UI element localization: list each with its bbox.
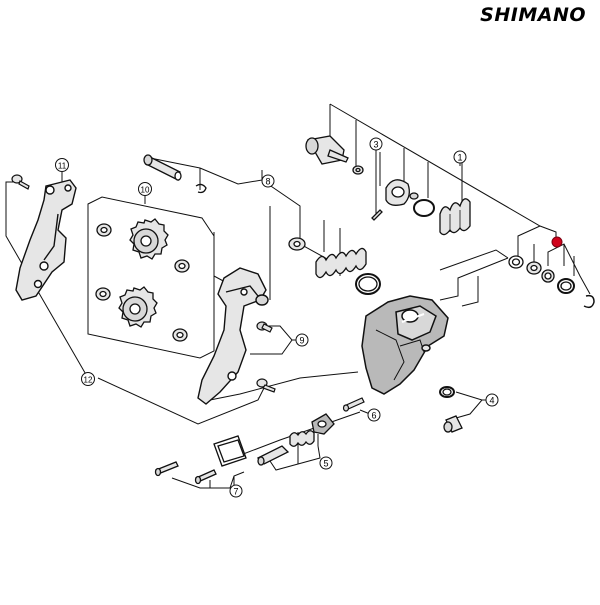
svg-text:6: 6	[371, 411, 376, 421]
cage-spring-part	[288, 237, 381, 295]
stopper-pin-part	[256, 321, 273, 333]
callout-1: 1	[453, 150, 467, 164]
svg-text:1: 1	[457, 153, 462, 163]
b-spring-part	[413, 198, 471, 236]
callout-4: 4	[485, 393, 499, 407]
svg-text:3: 3	[373, 140, 378, 150]
cage-screw-part	[256, 378, 276, 393]
upper-pulley-part	[129, 218, 169, 260]
svg-text:9: 9	[299, 336, 304, 346]
brand-logo: SHIMANO	[480, 4, 586, 26]
outer-cage-plate-part	[15, 179, 77, 301]
callout-8: 8	[261, 174, 275, 188]
derailleur-body-part	[361, 295, 449, 395]
svg-text:12: 12	[84, 375, 93, 384]
b-link-part	[371, 179, 419, 221]
svg-text:8: 8	[265, 177, 270, 187]
pivot-axle-part	[143, 154, 207, 194]
svg-text:7: 7	[233, 487, 238, 497]
leader-lines	[5, 103, 591, 489]
callout-5: 5	[319, 456, 333, 470]
inner-cage-plate-part	[197, 267, 269, 405]
main-pivot-bolt-part	[305, 135, 364, 175]
cable-adjust-barrel-part	[256, 413, 335, 466]
callout-7: 7	[229, 484, 243, 498]
adjust-bolt-part	[439, 386, 463, 433]
callout-bubbles: 1 3 4 5 6 7 8 9 10 11 12	[55, 137, 499, 498]
lower-pulley-part	[118, 286, 158, 328]
svg-text:4: 4	[489, 396, 494, 406]
svg-text:11: 11	[58, 161, 67, 170]
callout-6: 6	[367, 408, 381, 422]
callout-9: 9	[295, 333, 309, 347]
callout-11: 11	[55, 158, 69, 172]
callout-10: 10	[138, 182, 152, 196]
red-dot-marker-icon	[551, 236, 563, 248]
pulley-set-part	[95, 218, 190, 342]
cable-fixing-bolt-part	[154, 435, 247, 485]
washer-set-part	[508, 255, 595, 309]
callout-12: 12	[81, 372, 95, 386]
svg-text:5: 5	[323, 459, 328, 469]
svg-text:10: 10	[141, 185, 150, 194]
end-adjust-screw-part	[342, 397, 365, 412]
b-tension-bolt-part	[11, 174, 30, 190]
callout-3: 3	[369, 137, 383, 151]
